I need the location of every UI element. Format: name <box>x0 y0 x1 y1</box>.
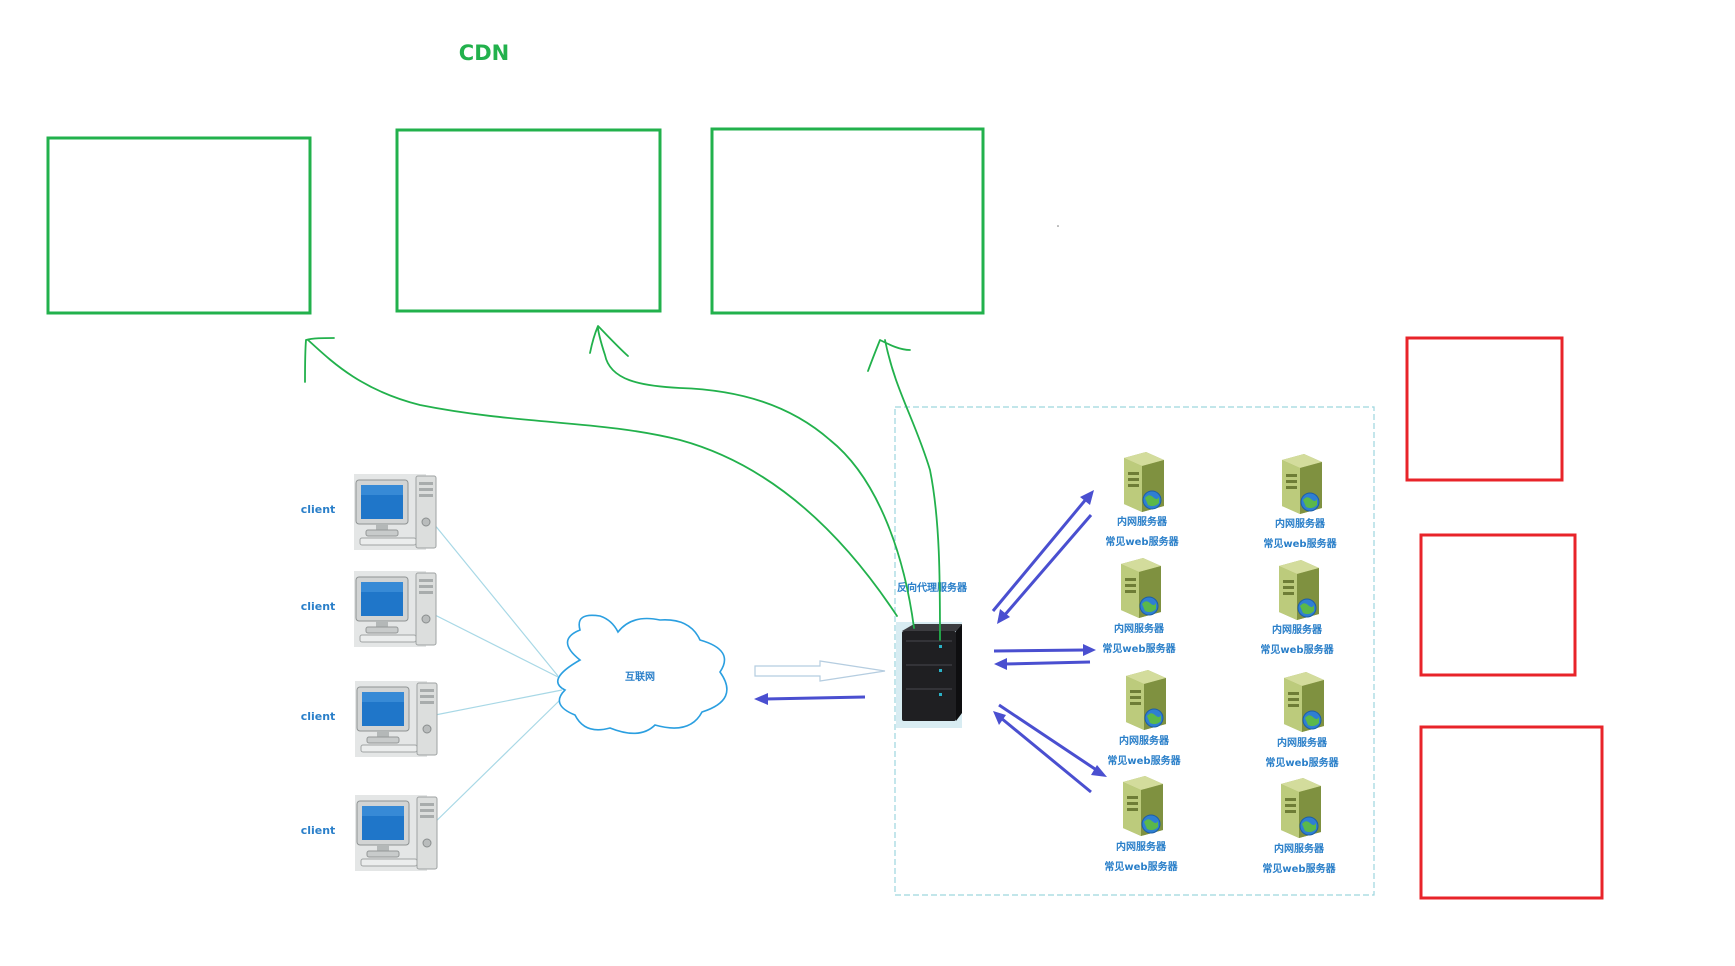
web-server-label: 常见web服务器 <box>1107 754 1181 767</box>
web-server-label: 内网服务器 <box>1116 840 1167 853</box>
web-server-label: 内网服务器 <box>1119 734 1170 747</box>
web-server-icon <box>1123 451 1165 513</box>
stray-dot <box>1057 225 1059 227</box>
desktop-computer-icon <box>353 570 437 648</box>
web-server-label: 常见web服务器 <box>1260 643 1334 656</box>
web-server-label: 内网服务器 <box>1275 517 1326 530</box>
cdn-arrow-2-head <box>589 325 629 357</box>
client-label: client <box>301 503 336 516</box>
web-server-label: 常见web服务器 <box>1105 535 1179 548</box>
web-server-8: 内网服务器 常见web服务器 <box>1262 777 1337 875</box>
web-server-5: 内网服务器 常见web服务器 <box>1107 669 1182 767</box>
desktop-computer-icon <box>354 680 438 758</box>
web-server-icon <box>1280 777 1322 839</box>
internet-label: 互联网 <box>625 670 655 683</box>
web-server-label: 内网服务器 <box>1114 622 1165 635</box>
web-server-4: 内网服务器 常见web服务器 <box>1260 559 1335 656</box>
reverse-proxy-label: 反向代理服务器 <box>897 581 968 594</box>
client-label: client <box>301 824 336 837</box>
client-3: client <box>301 680 438 758</box>
cloud-icon <box>556 614 728 735</box>
cdn-arrow-2 <box>597 327 915 629</box>
server-rack-icon <box>896 622 962 728</box>
web-server-label: 常见web服务器 <box>1104 860 1178 873</box>
outlined-arrow-right <box>754 660 886 682</box>
web-server-label: 常见web服务器 <box>1263 537 1337 550</box>
cdn-node-box-2 <box>395 128 662 313</box>
cdn-arrow-3-head <box>867 339 911 372</box>
web-server-3: 内网服务器 常见web服务器 <box>1102 557 1177 655</box>
cdn-arrow-3 <box>884 339 941 641</box>
web-server-label: 常见web服务器 <box>1102 642 1176 655</box>
red-box-1 <box>1405 336 1564 482</box>
red-box-3 <box>1419 725 1604 900</box>
web-server-icon <box>1283 671 1325 733</box>
web-server-1: 内网服务器 常见web服务器 <box>1105 451 1180 548</box>
internet-proxy-arrows <box>754 660 886 705</box>
web-server-icon <box>1120 557 1162 619</box>
client-4: client <box>301 794 438 872</box>
reverse-proxy-server: 反向代理服务器 <box>896 581 968 728</box>
web-server-label: 内网服务器 <box>1272 623 1323 636</box>
internet: 互联网 <box>556 614 728 735</box>
cdn-node-box-1 <box>46 136 312 315</box>
web-server-label: 内网服务器 <box>1117 515 1168 528</box>
web-server-label: 常见web服务器 <box>1265 756 1339 769</box>
proxy-server-arrows <box>991 490 1107 794</box>
web-server-2: 内网服务器 常见web服务器 <box>1263 453 1338 550</box>
client-2: client <box>301 570 437 648</box>
intranet-frame <box>894 406 1375 896</box>
web-server-label: 内网服务器 <box>1277 736 1328 749</box>
web-server-icon <box>1278 559 1320 621</box>
cdn-hand-drawn-arrows <box>304 325 941 641</box>
web-server-6: 内网服务器 常见web服务器 <box>1265 671 1340 769</box>
desktop-computer-icon <box>354 794 438 872</box>
cdn-title: CDN <box>459 41 509 65</box>
web-server-icon <box>1122 775 1164 837</box>
cdn-arrow-1 <box>307 339 898 617</box>
red-box-2 <box>1419 533 1577 677</box>
web-server-label: 内网服务器 <box>1274 842 1325 855</box>
cdn-arrow-1-head <box>304 337 335 383</box>
client-links <box>424 512 563 833</box>
client-label: client <box>301 710 336 723</box>
desktop-computer-icon <box>353 473 437 551</box>
client-label: client <box>301 600 336 613</box>
web-server-icon <box>1281 453 1323 515</box>
web-server-label: 常见web服务器 <box>1262 862 1336 875</box>
client-1: client <box>301 473 437 551</box>
web-server-icon <box>1125 669 1167 731</box>
cdn-node-box-3 <box>710 127 985 315</box>
web-server-7: 内网服务器 常见web服务器 <box>1104 775 1179 873</box>
